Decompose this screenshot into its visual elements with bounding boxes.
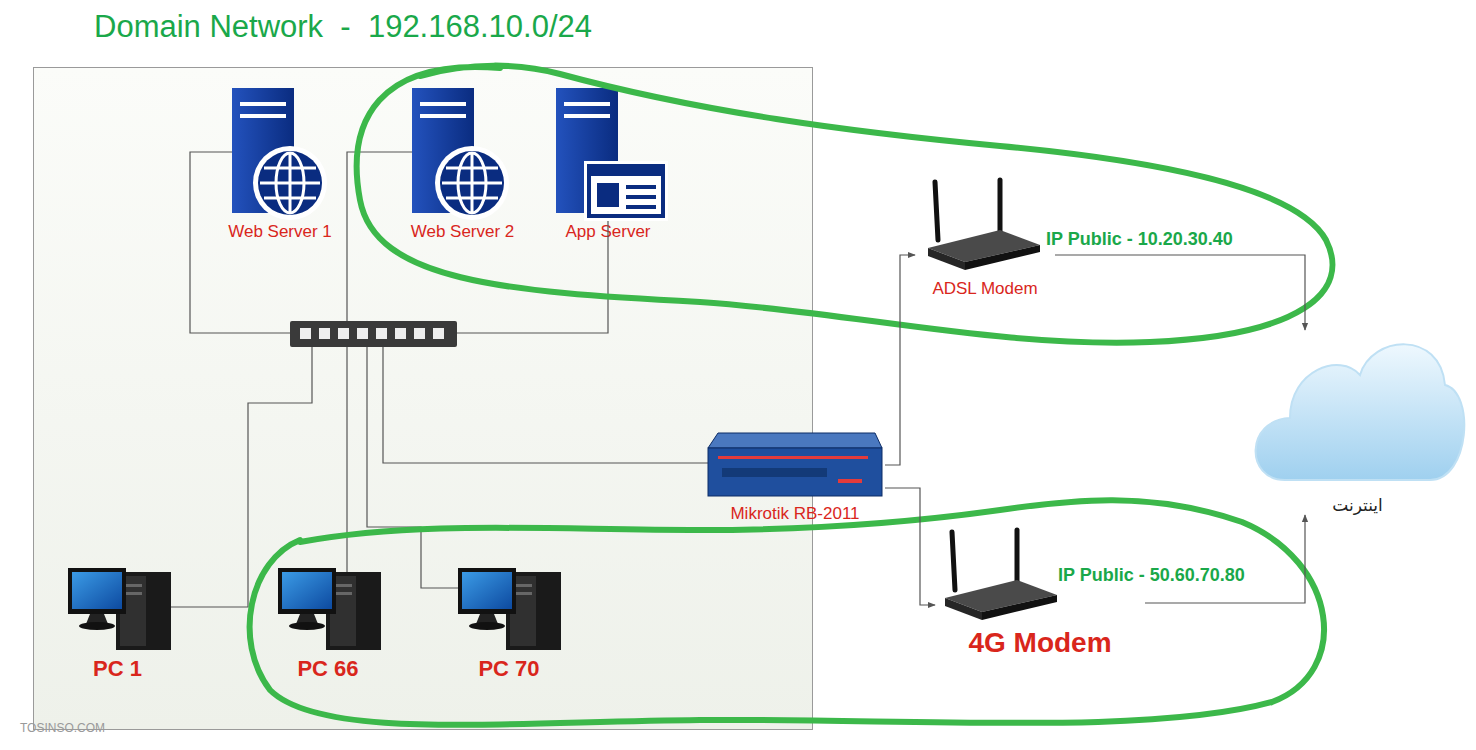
pc-icon [278, 568, 381, 650]
network-link [885, 488, 935, 605]
workstation: PC 1 [55, 560, 180, 682]
device-label: Web Server 2 [411, 222, 515, 242]
network-wire [190, 152, 290, 333]
pc-icon [458, 568, 561, 650]
adsl-modem-icon [928, 180, 1040, 270]
4g-modem-icon [945, 530, 1057, 620]
4g-modem: 4G Modem [935, 522, 1145, 660]
network-wire [383, 347, 708, 463]
network-wire [346, 347, 347, 602]
switch-body [290, 321, 457, 347]
web-server-icon [412, 88, 474, 213]
switch-port [376, 328, 387, 339]
device-label: Mikrotik RB-2011 [730, 504, 859, 524]
network-title: Domain Network - 192.168.10.0/24 [94, 8, 592, 45]
web-server: Web Server 1 [215, 85, 345, 242]
window-line [626, 195, 656, 199]
highlight-loop [357, 66, 1333, 343]
workstation: PC 70 [448, 560, 570, 682]
switch-port [300, 328, 311, 339]
switch-port [395, 328, 406, 339]
network-wire [171, 347, 312, 607]
internet-cloud [1256, 344, 1465, 480]
app-server-icon [556, 88, 618, 213]
switch-port [319, 328, 330, 339]
globe-icon [435, 146, 509, 220]
network-link [1145, 515, 1305, 603]
workstation: PC 66 [268, 560, 388, 682]
app-server: App Server [548, 85, 668, 242]
device-label: اینترنت [1332, 495, 1383, 515]
device-label: App Server [565, 222, 650, 242]
ip-address-label: IP Public - 50.60.70.80 [1058, 565, 1245, 587]
internet-cloud-node: اینترنت [1250, 330, 1465, 515]
device-label: PC 66 [297, 656, 358, 682]
adsl-modem: ADSL Modem [915, 176, 1055, 299]
switch-port [338, 328, 349, 339]
network-wire [457, 213, 608, 333]
globe-icon [253, 146, 327, 220]
web-server: Web Server 2 [395, 85, 530, 242]
window-line [626, 205, 656, 209]
router-ports [722, 468, 827, 477]
network-wire [347, 152, 412, 321]
device-label: PC 1 [93, 656, 142, 682]
network-link [885, 255, 915, 465]
pc-icon [68, 568, 171, 650]
switch-port [433, 328, 444, 339]
router-top [708, 433, 882, 448]
router: Mikrotik RB-2011 [705, 428, 885, 524]
window-icon [589, 166, 663, 216]
router-led [838, 479, 862, 483]
switch-port [414, 328, 425, 339]
window-panel [597, 183, 619, 207]
highlight-loop [250, 500, 1324, 725]
ip-address-label: IP Public - 10.20.30.40 [1046, 229, 1233, 251]
network-link [1055, 255, 1305, 330]
switch-port [357, 328, 368, 339]
network-zone: Domain Network - 192.168.10.0/24Web Serv… [33, 67, 813, 730]
device-label: PC 70 [478, 656, 539, 682]
network-wire [367, 347, 458, 588]
device-label: Web Server 1 [228, 222, 332, 242]
router-strip [718, 456, 868, 459]
router-front [708, 448, 882, 496]
window-line [626, 185, 656, 189]
web-server-icon [232, 88, 294, 213]
device-label: 4G Modem [968, 626, 1111, 660]
window-bar [589, 166, 663, 176]
device-label: ADSL Modem [932, 279, 1037, 299]
window-ring [584, 161, 668, 221]
